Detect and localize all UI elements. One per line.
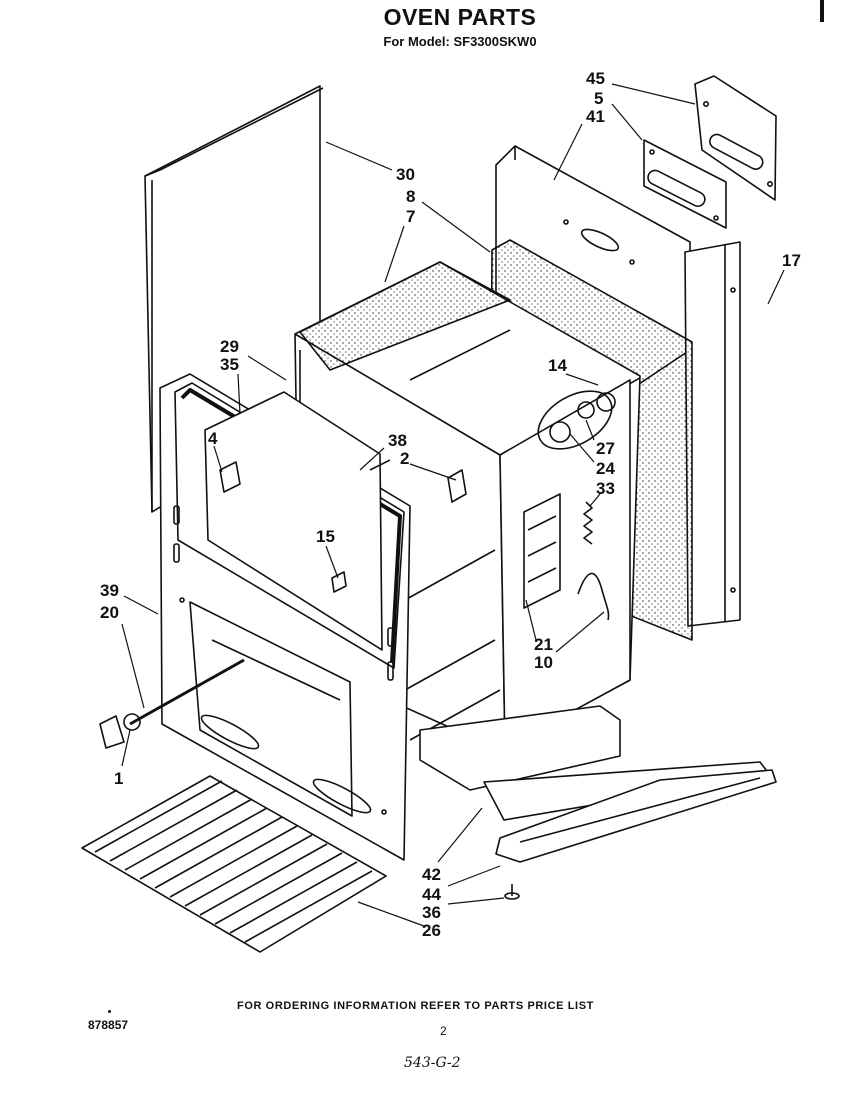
callout-4: 4 [208, 429, 218, 448]
model-line: For Model: SF3300SKW0 [383, 34, 537, 49]
cavity-brackets [219, 459, 467, 593]
callout-20: 20 [100, 603, 119, 622]
vent-plates [643, 75, 777, 229]
callout-35: 35 [220, 355, 239, 374]
element-bracket [523, 493, 561, 609]
callout-24: 24 [596, 459, 615, 478]
callout-29: 29 [220, 337, 239, 356]
bottom-rails [419, 705, 777, 863]
ordering-note: FOR ORDERING INFORMATION REFER TO PARTS … [237, 1000, 594, 1012]
page-number: 2 [440, 1024, 447, 1038]
callout-5: 5 [594, 89, 604, 108]
oven-rack [81, 775, 387, 953]
callout-8: 8 [406, 187, 416, 206]
callout-17: 17 [782, 251, 801, 270]
leveling-leg [504, 884, 520, 900]
callout-45: 45 [586, 69, 605, 88]
scan-speck [108, 1010, 111, 1013]
handwritten-code: 543-G-2 [404, 1055, 461, 1071]
callout-26: 26 [422, 921, 441, 940]
page-title: OVEN PARTS [383, 4, 537, 30]
right-side-panel [684, 241, 741, 627]
leader-lines [121, 83, 785, 927]
callout-15: 15 [316, 527, 335, 546]
corner-tick-mark [820, 0, 824, 22]
callout-38: 38 [388, 431, 407, 450]
callout-14: 14 [548, 356, 567, 375]
callout-7: 7 [406, 207, 416, 226]
callout-30: 30 [396, 165, 415, 184]
callout-10: 10 [534, 653, 553, 672]
document-number: 878857 [88, 1018, 129, 1032]
callout-44: 44 [422, 885, 441, 904]
callout-36: 36 [422, 903, 441, 922]
callout-41: 41 [586, 107, 605, 126]
callout-42: 42 [422, 865, 441, 884]
callout-33: 33 [596, 479, 615, 498]
callout-21: 21 [534, 635, 553, 654]
callout-39: 39 [100, 581, 119, 600]
door-spring [583, 501, 593, 545]
oven-sensor [577, 572, 610, 621]
oven-light-assembly [537, 390, 616, 450]
callout-1: 1 [114, 769, 124, 788]
broil-rod [99, 658, 245, 749]
callout-2: 2 [400, 449, 410, 468]
callout-27: 27 [596, 439, 615, 458]
